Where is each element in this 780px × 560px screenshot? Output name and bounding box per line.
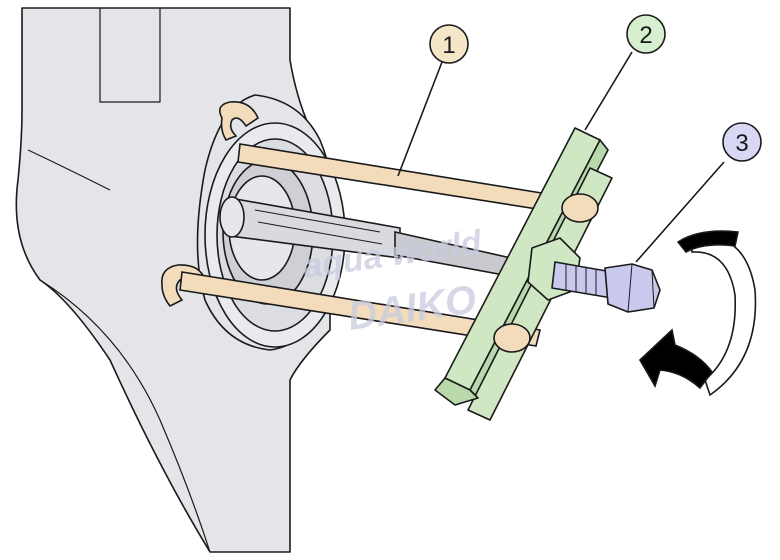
- callout-2-label: 2: [639, 22, 652, 49]
- leader-1: [397, 61, 443, 177]
- lower-rod: [179, 271, 541, 347]
- leader-2: [584, 51, 633, 131]
- puller-rods: [179, 143, 561, 347]
- callout-2: 2: [626, 14, 666, 54]
- center-bolt: [551, 261, 661, 313]
- puller-plate: [434, 127, 613, 421]
- callout-3-circle: [722, 122, 762, 162]
- callout-1-circle: [429, 24, 469, 64]
- lower-rod-nut: [493, 323, 531, 353]
- callout-1: 1: [429, 24, 469, 64]
- callout-2-circle: [626, 14, 666, 54]
- callout-leaders: [397, 51, 725, 263]
- leader-3: [635, 161, 725, 263]
- callout-3-label: 3: [735, 130, 748, 157]
- callout-1-label: 1: [442, 32, 455, 59]
- callout-3: 3: [722, 122, 762, 162]
- upper-rod-nut: [561, 193, 599, 223]
- clockwise-rotation-arrow-icon: [638, 230, 757, 397]
- propeller-shaft: [219, 196, 521, 279]
